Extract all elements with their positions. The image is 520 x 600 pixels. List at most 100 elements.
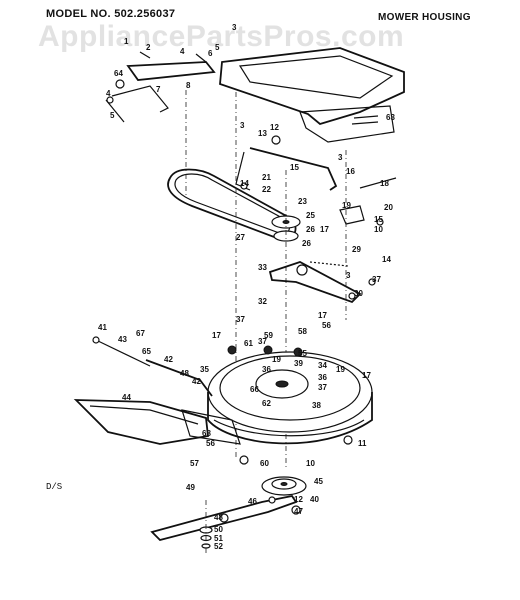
callout-41: 41 — [98, 323, 107, 332]
callout-56: 56 — [206, 439, 215, 448]
callout-22: 22 — [262, 185, 271, 194]
mounting-rod — [92, 336, 213, 397]
callout-56: 56 — [322, 321, 331, 330]
callout-64: 64 — [114, 69, 123, 78]
callout-4: 4 — [106, 89, 111, 98]
callout-2: 2 — [146, 43, 151, 52]
callout-15: 15 — [290, 163, 299, 172]
callout-67: 67 — [136, 329, 145, 338]
callout-10: 10 — [374, 225, 383, 234]
callout-26: 26 — [302, 239, 311, 248]
callout-62: 62 — [262, 399, 271, 408]
callout-55: 55 — [298, 349, 307, 358]
callout-39: 39 — [294, 359, 303, 368]
callout-12: 12 — [294, 495, 303, 504]
callout-8: 8 — [186, 81, 191, 90]
hardware-parts — [227, 218, 384, 515]
callout-35: 35 — [200, 365, 209, 374]
callout-14: 14 — [240, 179, 249, 188]
callout-48: 48 — [180, 369, 189, 378]
callout-52: 52 — [214, 542, 223, 551]
callout-57: 57 — [190, 459, 199, 468]
pulley-stack — [271, 170, 301, 470]
callout-14: 14 — [382, 255, 391, 264]
callout-49: 49 — [186, 483, 195, 492]
callout-51: 51 — [214, 534, 223, 543]
callout-68: 68 — [202, 429, 211, 438]
callout-10: 10 — [306, 459, 315, 468]
callout-36: 36 — [318, 373, 327, 382]
callout-4: 4 — [180, 47, 185, 56]
callout-19: 19 — [272, 355, 281, 364]
callout-32: 32 — [258, 297, 267, 306]
callout-59: 59 — [264, 331, 273, 340]
callout-45: 45 — [314, 477, 323, 486]
diagram-note: D/S — [46, 482, 63, 492]
belt-guide-bracket — [235, 135, 338, 191]
callout-12: 12 — [270, 123, 279, 132]
callout-63: 63 — [386, 113, 395, 122]
deck-housing — [207, 351, 373, 445]
callout-61: 61 — [244, 339, 253, 348]
blade-bolt-stack — [199, 500, 213, 554]
model-number: MODEL NO. 502.256037 — [46, 8, 176, 20]
callout-38: 38 — [312, 401, 321, 410]
top-shroud — [219, 47, 405, 143]
idler-arm-assembly — [268, 177, 397, 304]
callout-23: 23 — [298, 197, 307, 206]
callout-21: 21 — [262, 173, 271, 182]
callout-36: 36 — [262, 365, 271, 374]
callout-7: 7 — [156, 85, 161, 94]
callout-17: 17 — [362, 371, 371, 380]
callout-65: 65 — [142, 347, 151, 356]
callout-3: 3 — [338, 153, 343, 162]
callout-30: 30 — [354, 289, 363, 298]
callout-3: 3 — [240, 121, 245, 130]
callout-6: 6 — [208, 49, 213, 58]
callout-46: 46 — [248, 497, 257, 506]
blade-adapter — [261, 476, 307, 496]
callout-50: 50 — [214, 525, 223, 534]
callout-42: 42 — [164, 355, 173, 364]
callout-13: 13 — [258, 129, 267, 138]
cutting-blade — [150, 494, 298, 542]
callout-19: 19 — [342, 201, 351, 210]
callout-58: 58 — [298, 327, 307, 336]
diagram-title: MOWER HOUSING — [378, 12, 471, 23]
callout-5: 5 — [110, 111, 115, 120]
callout-16: 16 — [346, 167, 355, 176]
callout-33: 33 — [258, 263, 267, 272]
callout-40: 40 — [310, 495, 319, 504]
callout-26: 26 — [306, 225, 315, 234]
callout-3: 3 — [232, 23, 237, 32]
callout-48: 48 — [214, 513, 223, 522]
callout-42: 42 — [192, 377, 201, 386]
drive-belt — [167, 168, 297, 241]
callout-18: 18 — [380, 179, 389, 188]
callout-27: 27 — [236, 233, 245, 242]
callout-11: 11 — [358, 439, 367, 448]
callout-15: 15 — [374, 215, 383, 224]
callout-5: 5 — [215, 43, 220, 52]
callout-37: 37 — [258, 337, 267, 346]
callout-37: 37 — [236, 315, 245, 324]
callout-29: 29 — [352, 245, 361, 254]
callout-3: 3 — [346, 271, 351, 280]
callout-17: 17 — [320, 225, 329, 234]
callout-17: 17 — [212, 331, 221, 340]
discharge-chute — [73, 399, 241, 445]
callout-20: 20 — [384, 203, 393, 212]
callout-25: 25 — [306, 211, 315, 220]
callout-47: 47 — [294, 507, 303, 516]
callout-37: 37 — [318, 383, 327, 392]
callout-19: 19 — [336, 365, 345, 374]
callout-17: 17 — [318, 311, 327, 320]
callout-44: 44 — [122, 393, 131, 402]
callout-43: 43 — [118, 335, 127, 344]
callout-1: 1 — [124, 37, 129, 46]
callout-60: 60 — [260, 459, 269, 468]
handle-bracket-assembly — [105, 51, 216, 123]
callout-66: 66 — [250, 385, 259, 394]
